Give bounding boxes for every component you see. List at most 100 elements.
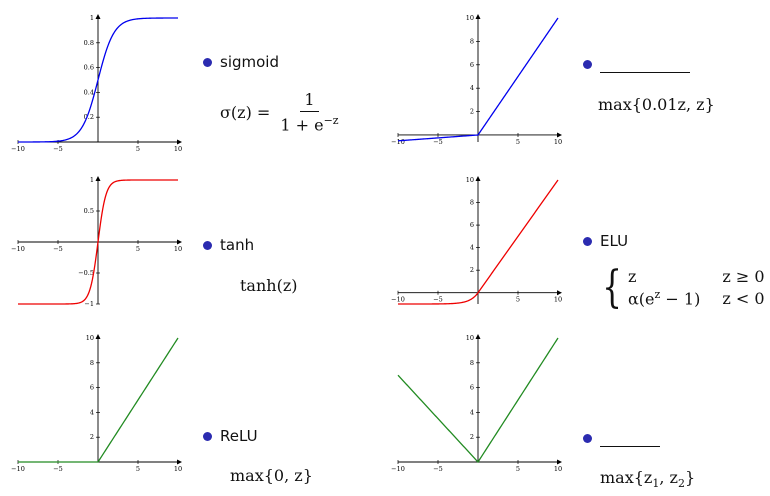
label-elu-text: ELU <box>600 232 629 250</box>
bullet-icon <box>583 60 592 69</box>
y-tick-label: 10 <box>466 176 474 184</box>
plot-maxout: −10 −5 5 10 10 8 6 4 2 <box>390 330 565 480</box>
plot-maxout-svg: −10 −5 5 10 10 8 6 4 2 <box>391 334 562 473</box>
formula-sigmoid-exp: −z <box>323 114 339 127</box>
formula-tanh: tanh(z) <box>240 276 298 295</box>
y-tick-label: −1 <box>84 300 94 308</box>
y-tick-label: −0.5 <box>78 269 94 277</box>
curve-elu <box>398 179 559 305</box>
x-tick-label: 5 <box>516 138 520 146</box>
y-tick-label: 8 <box>470 199 474 207</box>
curve-maxout <box>397 337 559 464</box>
label-tanh-text: tanh <box>220 236 255 254</box>
x-tick-label: 5 <box>136 145 140 153</box>
x-tick-label: 10 <box>554 465 562 473</box>
label-relu-text: ReLU <box>220 427 258 445</box>
y-tick-label: 8 <box>470 359 474 367</box>
y-tick-label: 1 <box>90 14 94 22</box>
bullet-icon <box>203 240 212 250</box>
x-tick-label: 10 <box>554 296 562 304</box>
label-sigmoid: sigmoid <box>203 53 279 71</box>
fill-in-blank-maxout[interactable] <box>600 430 660 447</box>
y-tick-label: 0.5 <box>84 207 94 215</box>
x-tick-label: 5 <box>516 465 520 473</box>
y-tick-label: 4 <box>470 84 474 92</box>
label-maxout-blank <box>583 430 660 447</box>
formula-elu-case1-val: z <box>628 267 637 287</box>
formula-sigmoid-num: 1 <box>300 90 319 112</box>
formula-maxout-sub1: 1 <box>652 477 660 491</box>
plot-relu-svg: −10 −5 5 10 10 8 6 4 2 <box>11 334 182 473</box>
y-tick-label: 0.8 <box>84 39 94 47</box>
y-tick-label: 6 <box>470 384 474 392</box>
x-tick-label: 10 <box>174 145 182 153</box>
formula-elu-case2-rest: − 1) <box>660 289 701 309</box>
x-tick-label: 5 <box>136 465 140 473</box>
x-tick-label: −10 <box>11 145 25 153</box>
x-tick-label: −5 <box>433 296 443 304</box>
y-tick-label: 2 <box>470 108 474 116</box>
y-tick-label: 10 <box>466 14 474 22</box>
y-tick-label: 10 <box>86 334 94 342</box>
curve-relu <box>18 337 179 463</box>
y-tick-label: 10 <box>466 334 474 342</box>
y-tick-label: 8 <box>90 359 94 367</box>
bullet-icon <box>203 431 212 441</box>
formula-elu-case2-val: α(ez − 1) <box>628 287 700 309</box>
y-tick-label: 4 <box>470 408 474 416</box>
bullet-icon <box>583 434 592 443</box>
x-tick-label: −5 <box>433 138 443 146</box>
curve-leaky <box>397 17 559 142</box>
formula-sigmoid-fraction: 1 1 + e−z <box>276 90 342 134</box>
formula-maxout-mid: , z <box>659 468 678 487</box>
x-tick-label: −10 <box>391 296 405 304</box>
formula-elu-case2-base: α(e <box>628 289 655 309</box>
label-elu: ELU <box>583 232 628 250</box>
formula-maxout-sub2: 2 <box>677 477 685 491</box>
y-tick-label: 6 <box>470 221 474 229</box>
formula-relu: max{0, z} <box>230 466 313 485</box>
y-tick-label: 4 <box>470 244 474 252</box>
label-sigmoid-text: sigmoid <box>220 53 279 71</box>
curve-tanh <box>18 179 178 305</box>
label-relu: ReLU <box>203 427 258 445</box>
y-tick-label: 0.4 <box>84 88 94 96</box>
fill-in-blank-leaky[interactable] <box>600 56 690 73</box>
x-tick-label: −10 <box>391 465 405 473</box>
y-tick-label: 0.6 <box>84 64 94 72</box>
bullet-icon <box>203 57 212 67</box>
x-tick-label: −5 <box>53 245 63 253</box>
x-tick-label: 10 <box>174 465 182 473</box>
x-tick-label: −5 <box>53 465 63 473</box>
brace-icon: { <box>602 262 622 313</box>
formula-maxout: max{z1, z2} <box>600 468 695 490</box>
formula-maxout-pre: max{z <box>600 468 653 487</box>
formula-elu-case1-cond: z ≥ 0 <box>722 267 765 287</box>
y-tick-label: 4 <box>90 408 94 416</box>
y-tick-label: 1 <box>90 176 94 184</box>
formula-elu-cases: z z ≥ 0 α(ez − 1) z < 0 <box>628 266 765 309</box>
formula-sigmoid-den: 1 + e−z <box>276 112 342 134</box>
x-tick-label: −10 <box>11 465 25 473</box>
y-tick-label: 2 <box>470 433 474 441</box>
formula-elu-case2-exp: z <box>654 288 661 302</box>
x-tick-label: −10 <box>11 245 25 253</box>
curve-sigmoid <box>18 17 178 143</box>
formula-maxout-post: } <box>684 468 696 487</box>
plot-relu: −10 −5 5 10 10 8 6 4 2 <box>10 330 185 480</box>
x-tick-label: 10 <box>554 138 562 146</box>
formula-elu: { z z ≥ 0 α(ez − 1) z < 0 <box>598 262 765 313</box>
y-tick-label: 6 <box>90 384 94 392</box>
y-tick-label: 0.2 <box>84 113 94 121</box>
x-tick-label: 5 <box>136 245 140 253</box>
label-tanh: tanh <box>203 236 254 254</box>
y-tick-label: 2 <box>90 433 94 441</box>
y-tick-label: 8 <box>470 37 474 45</box>
x-tick-label: −5 <box>433 465 443 473</box>
